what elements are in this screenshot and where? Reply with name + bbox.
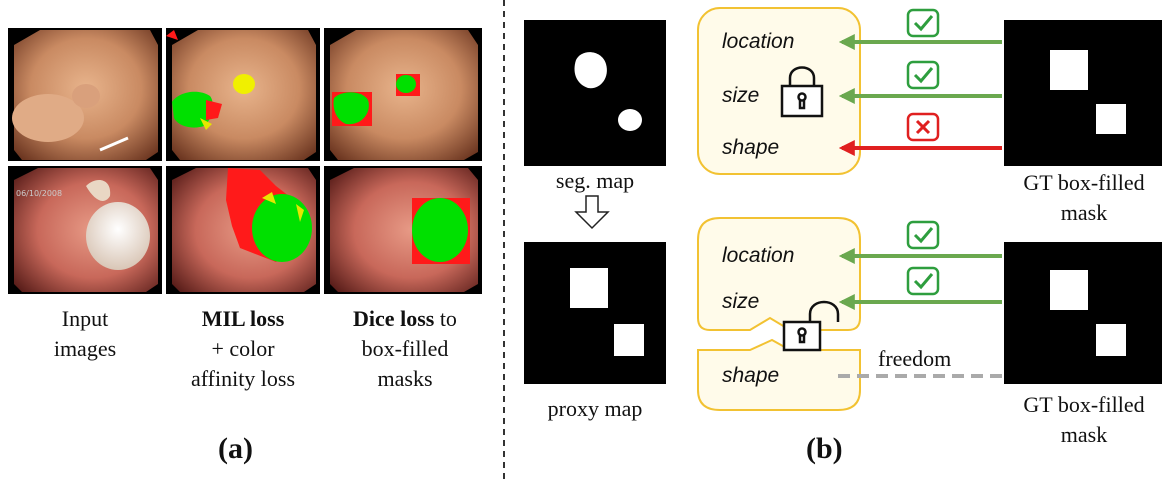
caption-mil-line3: affinity loss xyxy=(190,366,296,391)
caption-input-line1: Input xyxy=(61,306,109,331)
seg-map-label: seg. map xyxy=(555,168,635,193)
gt-mask-top xyxy=(1004,20,1162,166)
attr-size-top: size xyxy=(722,84,760,107)
freedom-label: freedom xyxy=(878,346,952,371)
caption-dice-bold: Dice loss xyxy=(353,306,435,331)
caption-dice-loss: Dice loss to box-filled masks xyxy=(326,304,484,394)
gt-label-top: GT box-filled mask xyxy=(994,168,1174,228)
caption-mil-bold: MIL loss xyxy=(201,306,285,331)
caption-mil-line2: + color xyxy=(211,336,275,361)
dice-output-image-2 xyxy=(324,166,482,294)
attribute-box-top xyxy=(697,7,861,175)
down-arrow-icon xyxy=(574,195,610,230)
input-image-2: 06/10/2008 xyxy=(8,166,162,294)
panel-b-label: (b) xyxy=(806,432,843,465)
panel-a-label: (a) xyxy=(218,432,253,465)
gt-label-bottom: GT box-filled mask xyxy=(994,390,1174,450)
proxy-map-image xyxy=(524,242,666,384)
mil-output-image-1 xyxy=(166,28,320,161)
caption-input-images: Input images xyxy=(8,304,162,364)
check-icon-location-top xyxy=(906,8,940,38)
check-icon-size-bottom xyxy=(906,266,940,296)
caption-dice-line2: box-filled xyxy=(361,336,449,361)
attr-shape-bottom: shape xyxy=(722,364,780,387)
cross-icon-shape-top xyxy=(906,112,940,142)
attribute-box-bottom-lower xyxy=(697,338,861,411)
attr-size-bottom: size xyxy=(722,290,760,313)
gt-label-top-line1: GT box-filled xyxy=(1023,170,1145,195)
gt-mask-bottom xyxy=(1004,242,1162,384)
lock-open-icon xyxy=(782,300,840,352)
lock-closed-icon xyxy=(780,66,824,118)
gt-label-bottom-line2: mask xyxy=(1060,422,1108,447)
seg-map-image xyxy=(524,20,666,166)
attr-location-bottom: location xyxy=(722,244,795,267)
caption-input-line2: images xyxy=(53,336,117,361)
caption-mil-loss: MIL loss + color affinity loss xyxy=(160,304,326,394)
caption-dice-suffix: to xyxy=(434,306,457,331)
attr-shape-top: shape xyxy=(722,136,780,159)
gt-label-top-line2: mask xyxy=(1060,200,1108,225)
gt-label-bottom-line1: GT box-filled xyxy=(1023,392,1145,417)
mil-output-image-2 xyxy=(166,166,320,294)
dice-output-image-1 xyxy=(324,28,482,161)
check-icon-location-bottom xyxy=(906,220,940,250)
check-icon-size-top xyxy=(906,60,940,90)
caption-dice-line3: masks xyxy=(377,366,433,391)
input-image-1 xyxy=(8,28,162,161)
attr-location-top: location xyxy=(722,30,795,53)
proxy-map-label: proxy map xyxy=(547,396,643,421)
svg-text:06/10/2008: 06/10/2008 xyxy=(16,189,62,198)
